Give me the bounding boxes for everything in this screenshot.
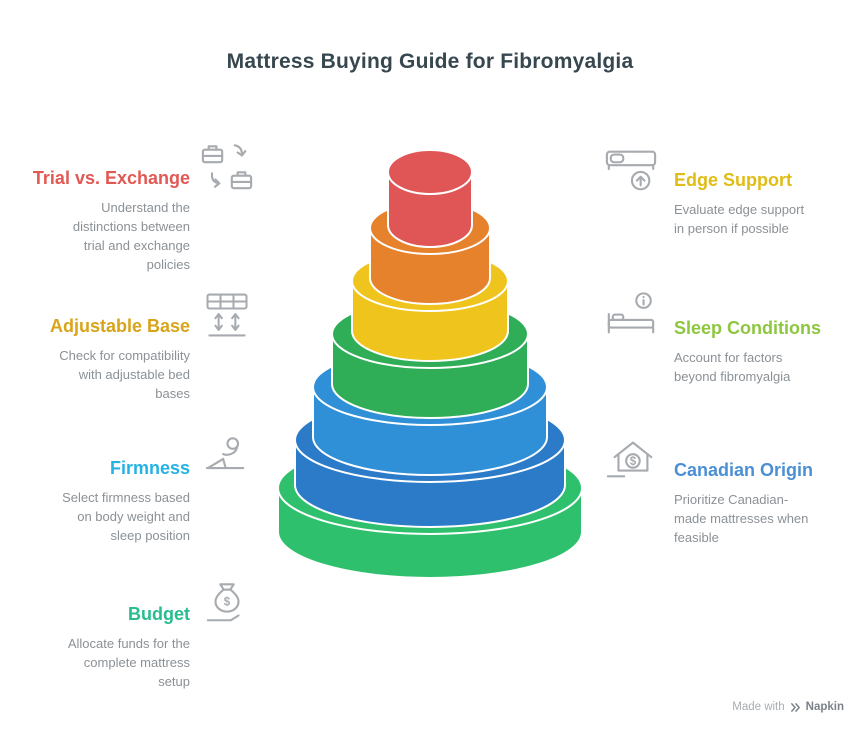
icon-box	[602, 288, 660, 346]
svg-text:$: $	[224, 596, 231, 608]
feature-item-edge-support: Edge Support Evaluate edge support in pe…	[602, 140, 842, 239]
napkin-brand-label: Napkin	[805, 701, 844, 713]
feature-description: Select firmness based on body weight and…	[62, 490, 190, 543]
icon-box	[198, 138, 256, 196]
napkin-badge[interactable]: Made with Napkin	[732, 701, 844, 713]
icon-box: $	[602, 430, 660, 488]
feature-item-adjustable-base: Adjustable Base Check for compatibility …	[18, 286, 256, 404]
bed-info-icon	[607, 292, 655, 334]
icon-box	[198, 286, 256, 344]
person-reclining-icon	[205, 437, 245, 470]
icon-box	[198, 428, 256, 486]
feature-heading: Edge Support	[674, 170, 792, 190]
page-title: Mattress Buying Guide for Fibromyalgia	[226, 50, 634, 73]
briefcase-exchange-icon	[201, 144, 253, 190]
feature-heading: Trial vs. Exchange	[32, 168, 190, 188]
adjustable-base-icon	[206, 293, 248, 337]
feature-description: Check for compatibility with adjustable …	[59, 348, 190, 401]
feature-heading: Adjustable Base	[49, 316, 190, 336]
feature-text: Canadian Origin Prioritize Canadian- mad…	[674, 430, 842, 548]
napkin-logo-icon	[790, 702, 800, 712]
feature-description: Allocate funds for the complete mattress…	[67, 636, 190, 689]
icon-box: $	[198, 574, 256, 632]
feature-heading: Firmness	[109, 458, 190, 478]
feature-item-budget: $ Budget Allocate funds for the complete…	[18, 574, 256, 692]
feature-item-firmness: Firmness Select firmness based on body w…	[18, 428, 256, 546]
bed-up-arrow-icon	[605, 150, 657, 191]
svg-text:$: $	[630, 456, 637, 468]
feature-text: Trial vs. Exchange Understand the distin…	[18, 138, 190, 274]
feature-heading: Sleep Conditions	[674, 318, 822, 338]
feature-text: Firmness Select firmness based on body w…	[18, 428, 190, 546]
icon-box	[602, 140, 660, 198]
feature-item-trial-exchange: Trial vs. Exchange Understand the distin…	[18, 138, 256, 274]
feature-text: Sleep Conditions Account for factors bey…	[674, 288, 842, 387]
house-dollar-icon: $	[606, 441, 653, 478]
pyramid-tier-1	[387, 149, 473, 248]
made-with-label: Made with	[732, 701, 785, 713]
money-bag-icon: $	[206, 583, 240, 622]
feature-description: Understand the distinctions between tria…	[72, 200, 190, 272]
feature-text: Adjustable Base Check for compatibility …	[18, 286, 190, 404]
feature-description: Account for factors beyond fibromyalgia	[674, 350, 791, 384]
feature-text: Edge Support Evaluate edge support in pe…	[674, 140, 842, 239]
feature-item-sleep-conditions: Sleep Conditions Account for factors bey…	[602, 288, 842, 387]
feature-item-canadian-origin: $ Canadian Origin Prioritize Canadian- m…	[602, 430, 842, 548]
feature-heading: Budget	[128, 604, 190, 624]
feature-text: Budget Allocate funds for the complete m…	[18, 574, 190, 692]
feature-description: Prioritize Canadian- made mattresses whe…	[674, 492, 809, 545]
feature-heading: Canadian Origin	[674, 460, 814, 480]
feature-description: Evaluate edge support in person if possi…	[674, 202, 805, 236]
